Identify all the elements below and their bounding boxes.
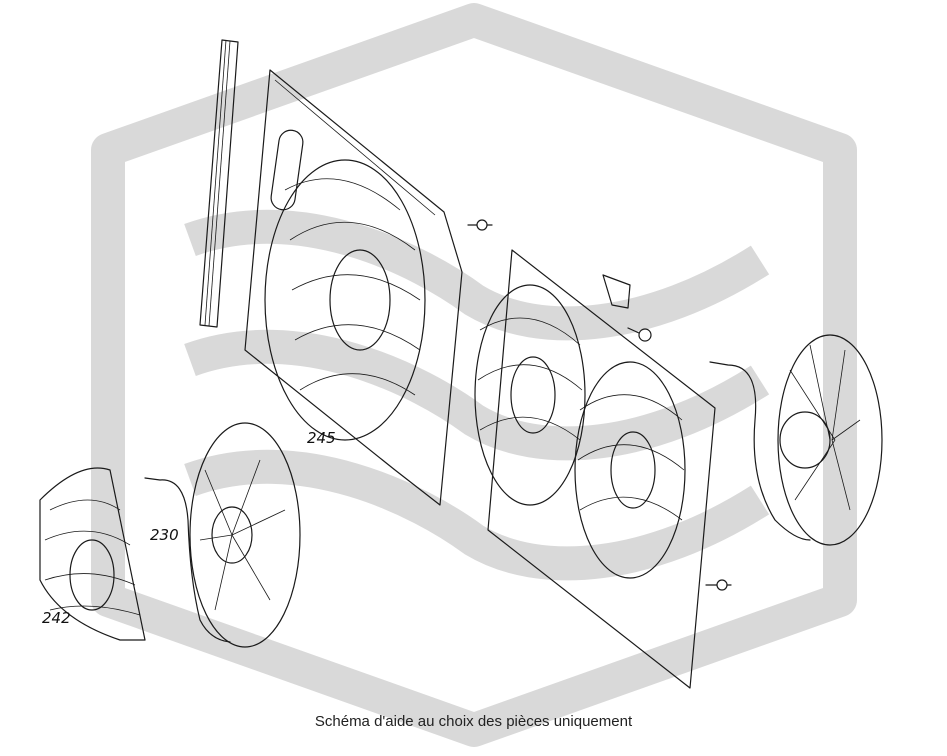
label-242: 242: [42, 609, 71, 627]
bracket: [602, 274, 631, 309]
label-230: 230: [150, 526, 179, 544]
screw-1: [467, 219, 493, 231]
watermark-logo: [91, 3, 857, 747]
fan-shroud-245: [244, 69, 463, 506]
fan-guard-242: [39, 467, 146, 641]
seal-strip: [199, 39, 239, 328]
screw-2: [627, 327, 652, 342]
fan-motor-right: [709, 334, 883, 546]
label-245: 245: [307, 429, 336, 447]
double-fan-assembly: [474, 249, 716, 689]
screw-3: [705, 579, 732, 591]
diagram-caption: Schéma d'aide au choix des pièces unique…: [314, 713, 633, 730]
fan-230: [144, 422, 301, 648]
